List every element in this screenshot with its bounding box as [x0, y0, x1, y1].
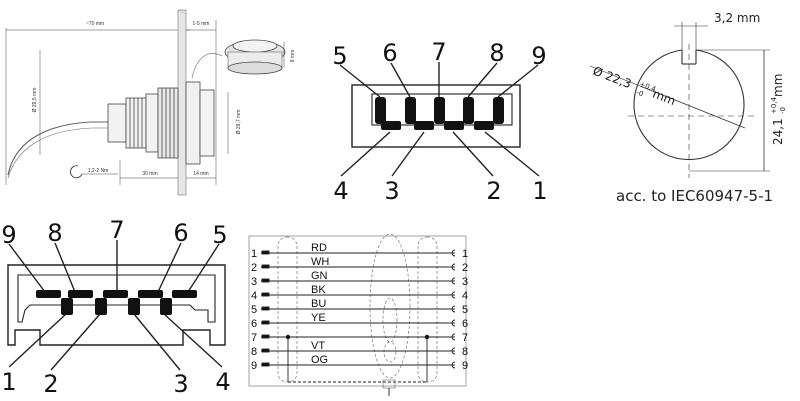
wire-color-3: GN [311, 270, 328, 282]
connector-top-inner [371, 93, 513, 126]
dim-panel-label: 1-5 mm [193, 21, 210, 27]
connector-top [339, 62, 540, 177]
wire-left-num-4: 4 [251, 290, 257, 302]
connector-bottom-outer [7, 264, 226, 346]
contact-bottom-3 [128, 298, 140, 315]
wire-right-num-2: 2 [462, 262, 468, 274]
wire-left-num-9: 9 [251, 360, 257, 372]
pin-label-top-7: 7 [431, 38, 446, 66]
wire-color-9: OG [311, 354, 328, 366]
wiring-frame [248, 235, 467, 387]
wire-color-codes: RD WH GN BK BU YE VT OG [311, 242, 329, 366]
pin-label-top-2: 2 [486, 177, 501, 205]
pin-label-top-4: 4 [333, 177, 348, 205]
wire-left-num-6: 6 [251, 318, 257, 330]
contact-bottom-1 [61, 298, 73, 315]
pin-label-bottom-6: 6 [173, 219, 188, 247]
connector-bottom-contacts [36, 290, 197, 315]
dim-length-label: ~70 mm [86, 21, 104, 27]
wire-left-num-8: 8 [251, 346, 257, 358]
wire-left-num-5: 5 [251, 304, 257, 316]
wire-color-8: VT [311, 340, 325, 352]
dim-30-label: 30 mm [142, 171, 157, 177]
contact-bottom-7 [103, 290, 128, 298]
contact-top-3 [414, 121, 434, 130]
pin-label-bottom-1: 1 [1, 368, 16, 396]
wire-left-num-7: 7 [251, 332, 257, 344]
wiring-right-numbers: 1 2 3 4 5 6 7 8 9 [462, 248, 468, 372]
wire-color-5: BU [311, 298, 326, 310]
wire-left-num-1: 1 [251, 248, 257, 260]
cutout-height-label: 24,1 +0,4 -0 mm [770, 74, 787, 145]
wire-lines [261, 252, 455, 366]
pin-label-bottom-2: 2 [43, 370, 58, 398]
svg-text:-0: -0 [635, 88, 644, 98]
wire-left-num-3: 3 [251, 276, 257, 288]
contact-top-8 [463, 97, 474, 124]
contact-bottom-5 [172, 290, 197, 298]
connector-bottom [7, 240, 226, 371]
pin-label-bottom-7: 7 [109, 216, 124, 244]
contact-bottom-8 [68, 290, 93, 298]
panel-cutout [589, 22, 770, 178]
pin-label-top-3: 3 [384, 177, 399, 205]
torque-label: 1,2-2 Nm [88, 168, 109, 174]
contact-top-5 [375, 97, 386, 124]
pin-label-bottom-8: 8 [47, 219, 62, 247]
dim-dia-2-label: Ø 29,7 mm [236, 110, 242, 135]
pin-label-top-5: 5 [332, 42, 347, 70]
wiring-left-numbers: 1 2 3 4 5 6 7 8 9 [251, 248, 257, 372]
contact-top-7 [434, 97, 445, 124]
svg-text:24,1: 24,1 [771, 118, 785, 145]
pin-label-bottom-5: 5 [212, 221, 227, 249]
wire-left-num-2: 2 [251, 262, 257, 274]
wire-color-2: WH [311, 256, 329, 268]
standard-label: acc. to IEC60947-5-1 [616, 187, 773, 205]
wire-color-4: BK [311, 284, 326, 296]
pin-label-bottom-4: 4 [215, 368, 230, 396]
wire-color-6: YE [311, 312, 326, 324]
pin-label-bottom-3: 3 [173, 370, 188, 398]
svg-text:Ø 22,3: Ø 22,3 [591, 64, 633, 91]
pin-label-top-8: 8 [489, 39, 504, 67]
svg-text:+0,4: +0,4 [770, 96, 778, 114]
pin-label-top-6: 6 [382, 39, 397, 67]
wire-color-1: RD [311, 242, 327, 254]
pin-label-bottom-9: 9 [1, 221, 16, 249]
contact-bottom-9 [36, 290, 61, 298]
contact-top-6 [405, 97, 416, 124]
contact-top-1 [474, 121, 494, 130]
wire-right-num-1: 1 [462, 248, 468, 260]
connector-top-contacts [375, 97, 504, 130]
wire-right-num-5: 5 [462, 304, 468, 316]
svg-text:mm: mm [651, 87, 678, 108]
dim-dia-1-label: Ø 29,5 mm [32, 88, 38, 113]
contact-top-2 [444, 121, 464, 130]
contact-bottom-6 [138, 290, 163, 298]
wire-right-num-6: 6 [462, 318, 468, 330]
mounting-drawing [5, 9, 286, 196]
wire-right-num-9: 9 [462, 360, 468, 372]
cutout-width-label: 3,2 mm [714, 11, 760, 25]
wire-right-num-8: 8 [462, 346, 468, 358]
svg-text:mm: mm [771, 74, 785, 97]
wire-right-num-4: 4 [462, 290, 468, 302]
dim-14-label: 14 mm [193, 171, 208, 177]
pin-label-top-9: 9 [531, 42, 546, 70]
contact-top-4 [381, 121, 401, 130]
wire-right-num-7: 7 [462, 332, 468, 344]
contact-bottom-2 [95, 298, 107, 315]
pin-label-top-1: 1 [532, 177, 547, 205]
contact-top-9 [493, 97, 504, 124]
svg-text:-0: -0 [779, 107, 787, 114]
wiring-diagram [248, 233, 467, 396]
connector-top-outer [351, 84, 521, 148]
contact-bottom-4 [160, 298, 172, 315]
wire-right-num-3: 3 [462, 276, 468, 288]
dim-8-label: 8 mm [290, 50, 296, 63]
connector-bottom-inner [17, 274, 216, 323]
